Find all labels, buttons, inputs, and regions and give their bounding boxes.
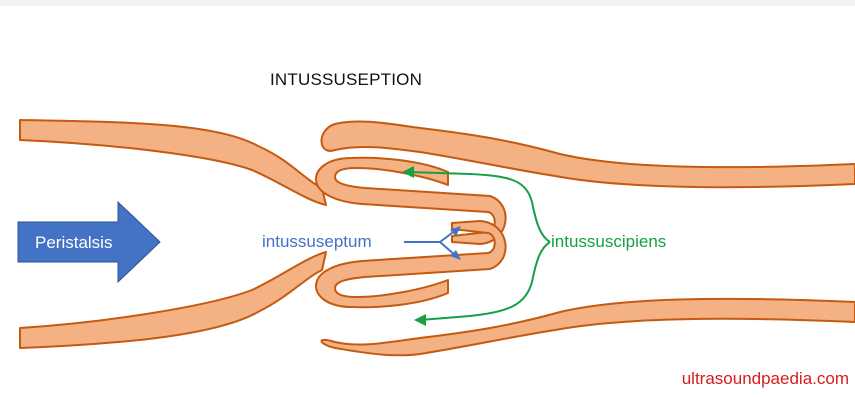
- intussuseptum-pointer: [404, 230, 456, 256]
- peristalsis-label: Peristalsis: [35, 233, 112, 252]
- watermark: ultrasoundpaedia.com: [682, 369, 849, 389]
- upper-outer-wall-left: [20, 120, 326, 205]
- lower-outer-wall-left: [20, 252, 326, 348]
- intussuscipiens-arrowhead-lower: [414, 314, 426, 326]
- upper-outer-wall-right: [321, 121, 855, 187]
- intussuseptum-label: intussuseptum: [262, 232, 372, 251]
- lower-outer-wall-right: [321, 299, 855, 356]
- intussuscipiens-label: intussuscipiens: [551, 232, 666, 251]
